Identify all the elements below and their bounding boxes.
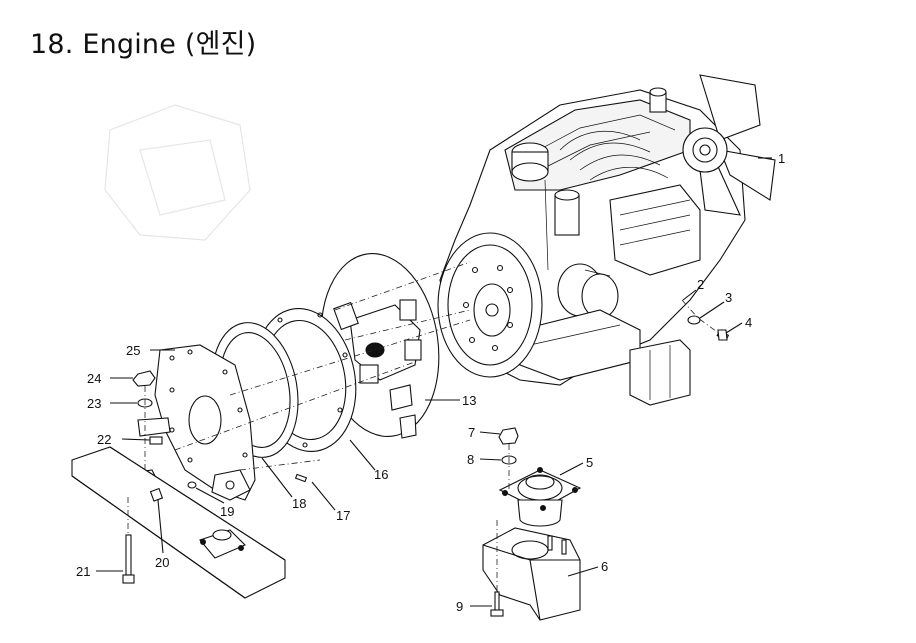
right-mount-assembly	[482, 427, 582, 621]
fan	[682, 74, 776, 216]
small-hardware	[149, 473, 308, 502]
callout-25: 25	[126, 343, 140, 358]
callout-19: 19	[220, 504, 234, 519]
engine-mount-hardware	[687, 315, 730, 341]
long-bolt	[122, 534, 135, 584]
callout-13: 13	[462, 393, 476, 408]
callout-6: 6	[601, 559, 608, 574]
callout-23: 23	[87, 396, 101, 411]
callout-21: 21	[76, 564, 90, 579]
callout-7: 7	[468, 425, 475, 440]
assembly-axis-lines	[127, 261, 721, 592]
callout-8: 8	[467, 452, 474, 467]
callout-4: 4	[745, 315, 752, 330]
callout-24: 24	[87, 371, 101, 386]
callout-9: 9	[456, 599, 463, 614]
callout-1: 1	[778, 151, 785, 166]
housing-plate	[154, 344, 256, 501]
callout-18: 18	[292, 496, 306, 511]
base-rail	[71, 446, 286, 599]
callout-17: 17	[336, 508, 350, 523]
callout-20: 20	[155, 555, 169, 570]
watermark	[104, 104, 251, 241]
callout-16: 16	[374, 467, 388, 482]
leader-lines	[96, 157, 772, 607]
callout-labels: 1 2 3 4 5 6 7 8 9 13 16 17 18 19 20 21 2…	[76, 151, 785, 614]
engine-assembly	[437, 74, 776, 406]
callout-2: 2	[697, 277, 704, 292]
callout-22: 22	[97, 432, 111, 447]
callout-5: 5	[586, 455, 593, 470]
page-title: 18. Engine (엔진)	[30, 29, 257, 60]
callout-3: 3	[725, 290, 732, 305]
